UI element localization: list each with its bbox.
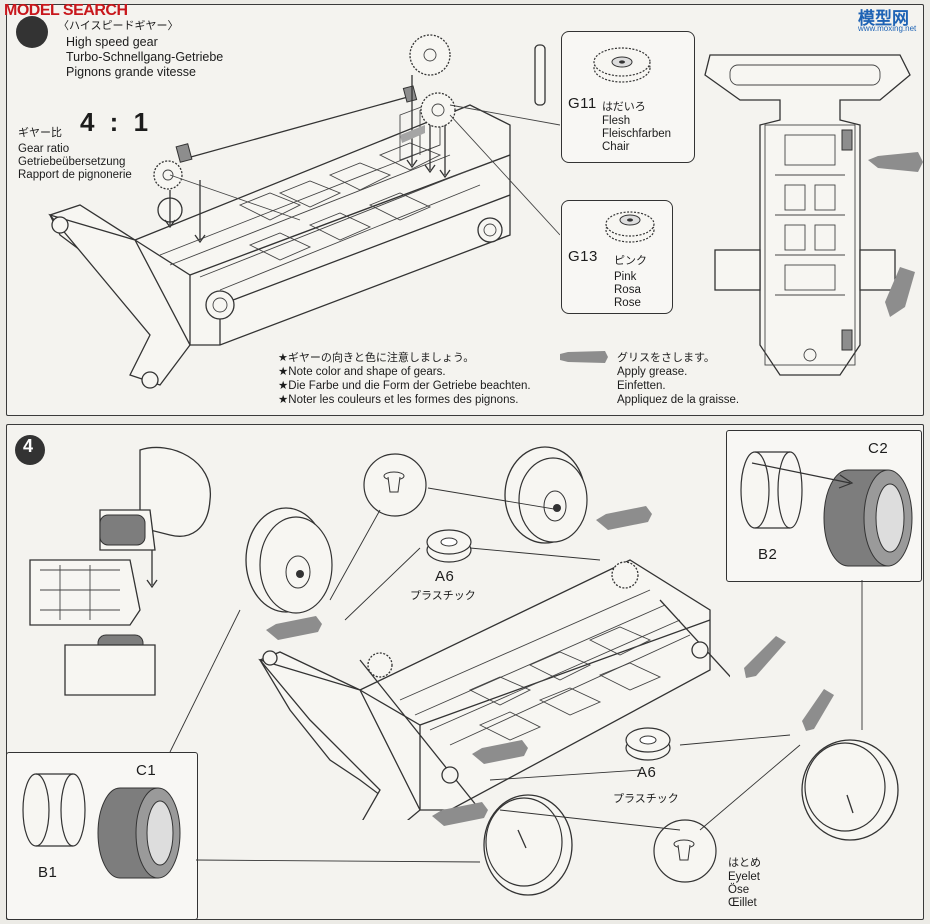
eyelet-callout-top bbox=[363, 453, 427, 517]
eyelet-en: Eyelet bbox=[728, 871, 760, 883]
step3-title-fr: Pignons grande vitesse bbox=[66, 65, 196, 79]
hub-b1-drawing bbox=[22, 773, 86, 847]
grease-tube-step4-2 bbox=[596, 506, 652, 530]
wheel-rear-bottom bbox=[801, 739, 899, 841]
step3-title-jp: 〈ハイスピードギヤー〉 bbox=[58, 19, 179, 32]
gear-ratio-de: Getriebeübersetzung bbox=[18, 156, 126, 168]
step3-chassis-illustration bbox=[48, 34, 560, 389]
gear-g11-icon bbox=[593, 47, 651, 83]
a6-bottom-jp: プラスチック bbox=[613, 792, 679, 805]
c2-label: C2 bbox=[868, 440, 889, 457]
watermark-logo: MODEL SEARCH bbox=[4, 2, 128, 20]
g11-fr: Chair bbox=[602, 141, 630, 153]
note-de: ★Die Farbe und die Form der Getriebe bea… bbox=[278, 380, 531, 392]
grease-fr: Appliquez de la graisse. bbox=[617, 394, 740, 406]
a6-bottom-code: A6 bbox=[637, 764, 657, 781]
grease-tube-step4-5 bbox=[472, 740, 528, 764]
grease-tube-step4-3 bbox=[744, 636, 786, 678]
a6-callout-bottom bbox=[625, 727, 671, 761]
note-jp: ★ギヤーの向きと色に注意しましょう。 bbox=[278, 351, 475, 364]
hand-press-illustration bbox=[29, 446, 211, 696]
eyelet-callout-bottom bbox=[653, 819, 717, 883]
step3-number-circle bbox=[16, 16, 48, 48]
step4-number-circle bbox=[15, 435, 45, 465]
gear-ratio-fr: Rapport de pignonerie bbox=[18, 169, 132, 181]
g11-jp: はだいろ bbox=[602, 100, 646, 113]
eyelet-jp: はとめ bbox=[728, 856, 761, 869]
top-view-chassis bbox=[704, 54, 911, 376]
grease-de: Einfetten. bbox=[617, 380, 666, 392]
g11-code: G11 bbox=[568, 95, 597, 112]
gear-ratio-en: Gear ratio bbox=[18, 143, 70, 155]
watermark-site-url: www.moxing.net bbox=[858, 24, 916, 33]
g13-de: Rosa bbox=[614, 284, 641, 296]
eyelet-fr: Œillet bbox=[728, 897, 757, 909]
note-fr: ★Noter les couleurs et les formes des pi… bbox=[278, 394, 519, 406]
note-en: ★Note color and shape of gears. bbox=[278, 366, 446, 378]
step3-title-en: High speed gear bbox=[66, 35, 158, 49]
a6-top-jp: プラスチック bbox=[410, 589, 476, 602]
a6-top-code: A6 bbox=[435, 568, 455, 585]
grease-legend-icon bbox=[560, 351, 608, 363]
step4-number: 4 bbox=[23, 436, 34, 456]
b2-label: B2 bbox=[758, 546, 778, 563]
grease-tube-step4-6 bbox=[432, 802, 488, 826]
gear-ratio-label-jp: ギヤー比 bbox=[18, 126, 62, 139]
grease-tube-step4-1 bbox=[266, 616, 322, 640]
step3-title-de: Turbo-Schnellgang-Getriebe bbox=[66, 50, 224, 64]
assembly-arrow-c2 bbox=[751, 462, 854, 489]
tire-c2-drawing bbox=[823, 469, 913, 567]
wheel-front-left bbox=[245, 507, 333, 614]
c1-label: C1 bbox=[136, 762, 157, 779]
g13-jp: ピンク bbox=[614, 254, 647, 267]
grease-jp: グリスをさします。 bbox=[617, 351, 715, 364]
g13-fr: Rose bbox=[614, 297, 641, 309]
grease-tube-icon-2 bbox=[885, 267, 915, 317]
eyelet-de: Öse bbox=[728, 884, 750, 896]
watermark-url-text: www.moxing.net bbox=[858, 24, 917, 33]
wheel-rear-top bbox=[504, 446, 588, 544]
step4-chassis-illustration bbox=[258, 559, 730, 820]
tire-c1-drawing bbox=[97, 787, 181, 879]
g11-de: Fleischfarben bbox=[602, 128, 672, 140]
watermark-site-name: 模型网 bbox=[858, 9, 909, 28]
g11-en: Flesh bbox=[602, 115, 631, 127]
grease-tube-step4-4 bbox=[802, 689, 834, 731]
watermark-logo-text: MODEL SEARCH bbox=[4, 2, 128, 19]
hub-b2-drawing bbox=[740, 451, 803, 529]
wheel-front-bottom bbox=[483, 794, 573, 896]
watermark-site-logo: 模型网 bbox=[858, 4, 909, 29]
g13-en: Pink bbox=[614, 271, 637, 283]
grease-en: Apply grease. bbox=[617, 366, 688, 378]
grease-tube-icon bbox=[868, 152, 923, 172]
g13-code: G13 bbox=[568, 248, 598, 265]
b1-label: B1 bbox=[38, 864, 58, 881]
gear-g13-icon bbox=[605, 211, 655, 243]
a6-callout-top bbox=[426, 529, 472, 563]
